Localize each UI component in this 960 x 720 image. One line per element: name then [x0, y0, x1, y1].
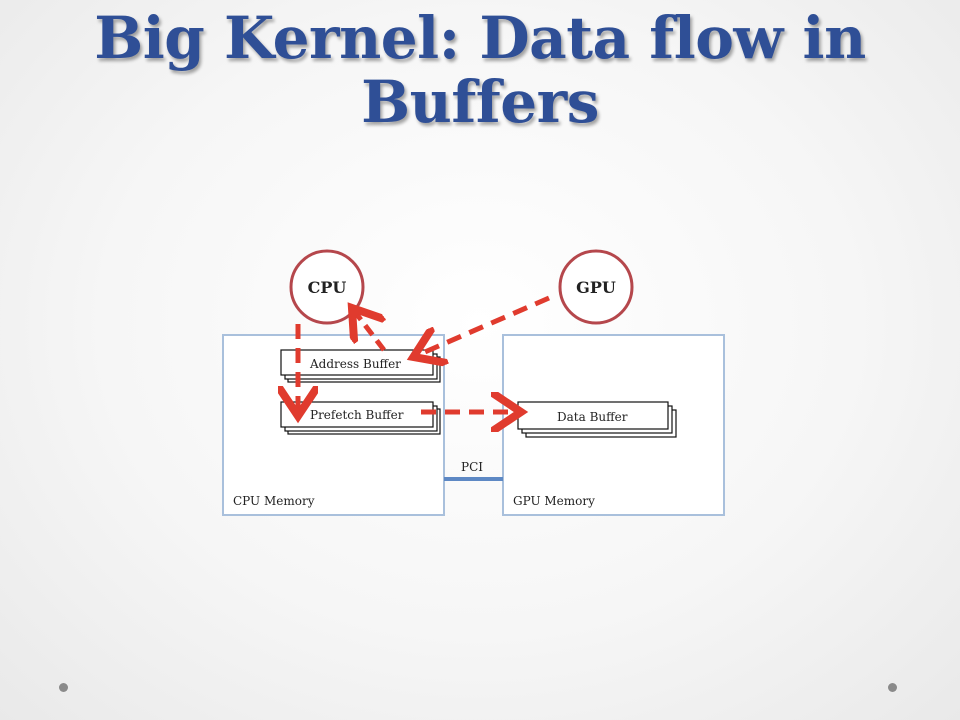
arrow-address-buffer-to-cpu [355, 312, 384, 352]
prefetch-buffer-label: Prefetch Buffer [310, 408, 404, 422]
slide-title-line-1: Big Kernel: Data flow in [94, 4, 866, 72]
gpu-node: GPU [558, 249, 634, 325]
address-buffer-stack: Address Buffer [280, 349, 441, 383]
prefetch-buffer-stack: Prefetch Buffer [280, 401, 441, 435]
data-buffer-stack: Data Buffer [517, 401, 677, 438]
cpu-memory-label: CPU Memory [233, 494, 315, 508]
gpu-memory-label: GPU Memory [513, 494, 595, 508]
left-corner-dot [59, 683, 68, 692]
gpu-label: GPU [576, 278, 616, 297]
address-buffer-label: Address Buffer [309, 357, 401, 371]
right-corner-dot [888, 683, 897, 692]
data-buffer-label: Data Buffer [557, 410, 628, 424]
data-buffer [517, 401, 669, 430]
slide-title: Big Kernel: Data flow in Buffers [60, 6, 900, 134]
pci-label: PCI [461, 460, 483, 474]
slide-title-line-2: Buffers [361, 68, 599, 136]
cpu-label: CPU [308, 278, 347, 297]
cpu-node: CPU [289, 249, 365, 325]
